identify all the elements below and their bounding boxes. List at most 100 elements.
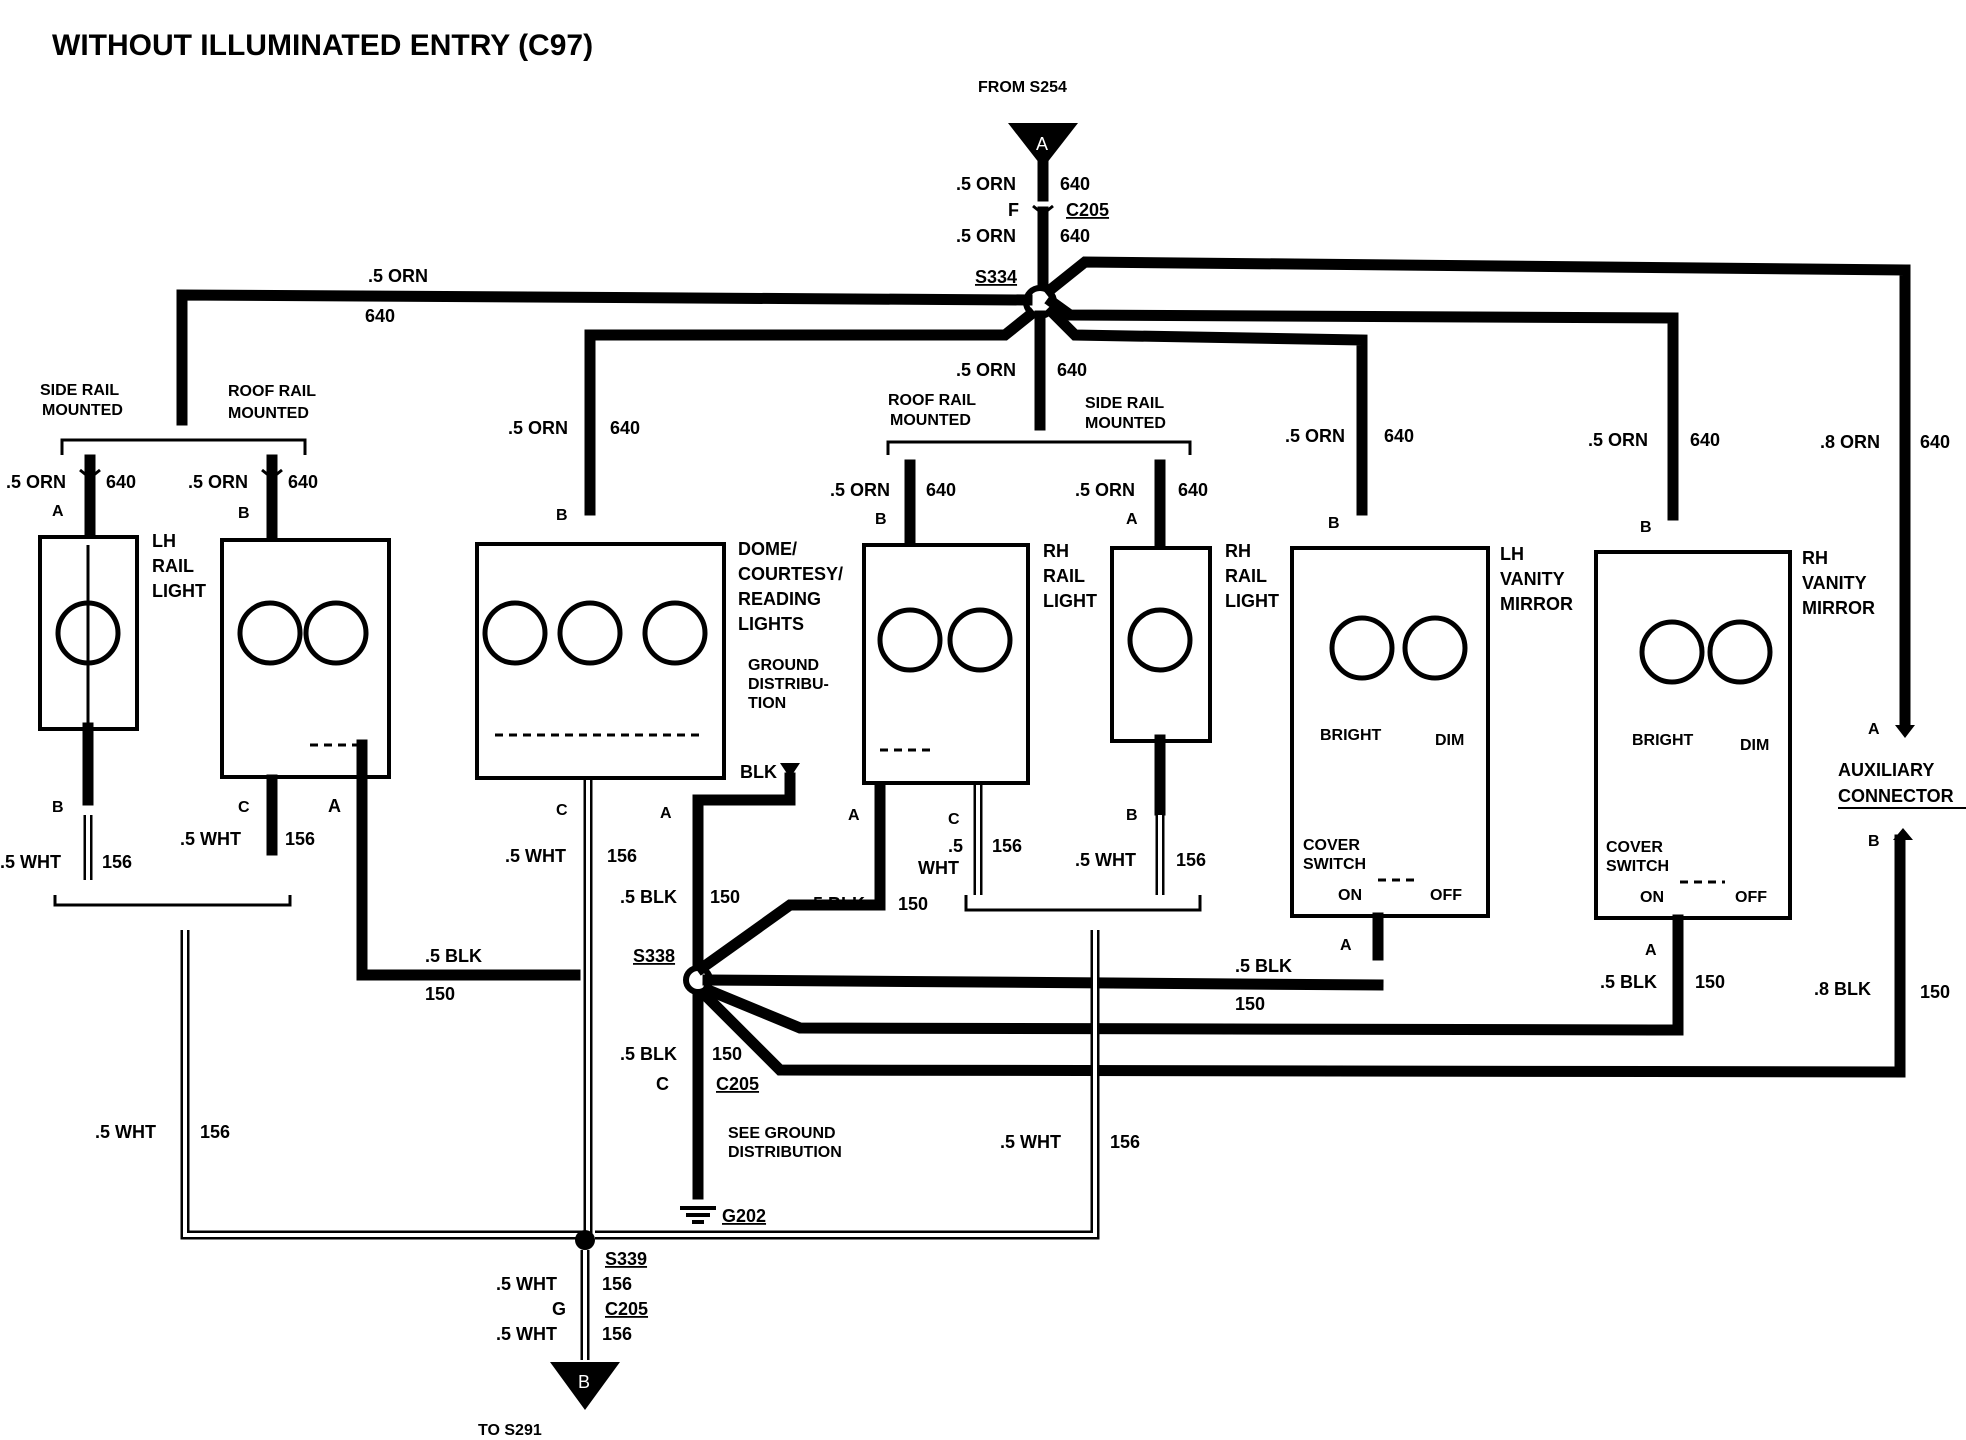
- pin-label: A: [848, 807, 860, 824]
- circuit-label: 640: [926, 480, 956, 500]
- output-b-triangle: [550, 1362, 620, 1410]
- splice-label: S339: [605, 1249, 647, 1269]
- lamp-bulb: [1329, 615, 1395, 681]
- circuit-label: 640: [1920, 432, 1950, 452]
- pin-label: A: [1126, 511, 1138, 528]
- circuit-label: 150: [1235, 994, 1265, 1014]
- circuit-label: 156: [992, 836, 1022, 856]
- pin-label: C: [556, 802, 568, 819]
- circuit-label: 156: [102, 852, 132, 872]
- switch-label: ON: [1640, 889, 1664, 906]
- pin-label: F: [1008, 200, 1019, 220]
- pin-label: G: [552, 1299, 566, 1319]
- wire-to-lh-vanity: [1044, 304, 1368, 516]
- wire-label: .5 WHT: [505, 846, 566, 866]
- lamp-bulb: [947, 607, 1013, 673]
- wire-label: .5 BLK: [808, 894, 865, 914]
- lamp-bulb: [1639, 619, 1705, 685]
- wire-label: .5 ORN: [1285, 426, 1345, 446]
- component-label: RAIL: [1225, 566, 1267, 586]
- wire-label: .5 WHT: [180, 829, 241, 849]
- lamp-bulb: [1402, 615, 1468, 681]
- circuit-label: 156: [1110, 1132, 1140, 1152]
- pin-label: A: [1340, 937, 1352, 954]
- wht-wire-lh-inner: [183, 930, 582, 1237]
- circuit-label: 156: [1176, 850, 1206, 870]
- component-label: LH: [152, 531, 176, 551]
- mount-label: SIDE RAIL: [40, 382, 119, 399]
- wire-label: .5 WHT: [496, 1324, 557, 1344]
- lamp-bulb: [557, 600, 623, 666]
- circuit-label: 640: [610, 418, 640, 438]
- rh-vanity-mirror: [1594, 550, 1792, 920]
- mount-label: ROOF RAIL: [228, 383, 316, 400]
- connector-label: C205: [605, 1299, 648, 1319]
- pin-label: A: [52, 503, 64, 520]
- wire-label: .5 WHT: [95, 1122, 156, 1142]
- wire-label: .5 WHT: [1000, 1132, 1061, 1152]
- lh-rail-light-roof: [220, 538, 391, 779]
- pin-label: C: [948, 811, 960, 828]
- mount-label: MOUNTED: [890, 412, 971, 429]
- wire-label: .5 ORN: [1075, 480, 1135, 500]
- component-label: MIRROR: [1802, 598, 1875, 618]
- component-label: LH: [1500, 544, 1524, 564]
- circuit-label: 640: [1178, 480, 1208, 500]
- switch-label: COVER: [1303, 837, 1360, 854]
- switch-label: OFF: [1735, 889, 1767, 906]
- circuit-label: 640: [1060, 226, 1090, 246]
- component-label: READING: [738, 589, 821, 609]
- wire-label: .5 ORN: [830, 480, 890, 500]
- circuit-label: 156: [285, 829, 315, 849]
- switch-label: OFF: [1430, 887, 1462, 904]
- connector-label: C205: [716, 1074, 759, 1094]
- wht-wire-rh-inner: [595, 930, 1097, 1237]
- component-label: TION: [748, 695, 786, 712]
- wire-label: .8 ORN: [1820, 432, 1880, 452]
- lamp-bulb: [1127, 607, 1193, 673]
- wire-label: WHT: [918, 858, 959, 878]
- s338-to-lh-vanity: [702, 974, 1384, 991]
- lamp-bulb: [1707, 619, 1773, 685]
- s338-to-aux: [697, 834, 1906, 1078]
- component-label: CONNECTOR: [1838, 786, 1954, 806]
- circuit-label: 156: [200, 1122, 230, 1142]
- connector-pin: [261, 468, 283, 480]
- component-label: COURTESY/: [738, 564, 843, 584]
- lh-rail-blk-return: [356, 739, 581, 981]
- connector-pin: [79, 468, 101, 480]
- circuit-label: 150: [898, 894, 928, 914]
- circuit-label: 150: [712, 1044, 742, 1064]
- circuit-label: 150: [425, 984, 455, 1004]
- pin-label: B: [1328, 515, 1340, 532]
- switch-label: DIM: [1435, 732, 1464, 749]
- wire-label: .5 WHT: [0, 852, 61, 872]
- lamp-bulb: [642, 600, 708, 666]
- aux-pin-a-arrow: [1895, 725, 1915, 738]
- wire-to-dome: [584, 307, 1038, 516]
- wire-label: .8 BLK: [1814, 979, 1871, 999]
- wire-to-rh-vanity: [1044, 294, 1679, 521]
- lamp-bulb: [482, 600, 548, 666]
- component-label: LIGHTS: [738, 614, 804, 634]
- circuit-label: 640: [1057, 360, 1087, 380]
- pin-label: B: [1868, 833, 1880, 850]
- switch-label: SWITCH: [1303, 856, 1366, 873]
- wire-label: .5 ORN: [1588, 430, 1648, 450]
- see-ground-label: SEE GROUND: [728, 1125, 836, 1142]
- mount-label: MOUNTED: [228, 405, 309, 422]
- switch-label: DIM: [1740, 737, 1769, 754]
- lower-left-bracket: [53, 895, 292, 907]
- lamp-bulb: [303, 600, 369, 666]
- component-label: LIGHT: [152, 581, 206, 601]
- pin-label: B: [1640, 519, 1652, 536]
- wire-label: BLK: [740, 762, 777, 782]
- pin-label: B: [238, 505, 250, 522]
- mount-label: SIDE RAIL: [1085, 395, 1164, 412]
- component-label: LIGHT: [1225, 591, 1279, 611]
- s338-to-rh-vanity: [700, 954, 1684, 1036]
- right-mount-bracket: [886, 440, 1192, 455]
- switch-label: ON: [1338, 887, 1362, 904]
